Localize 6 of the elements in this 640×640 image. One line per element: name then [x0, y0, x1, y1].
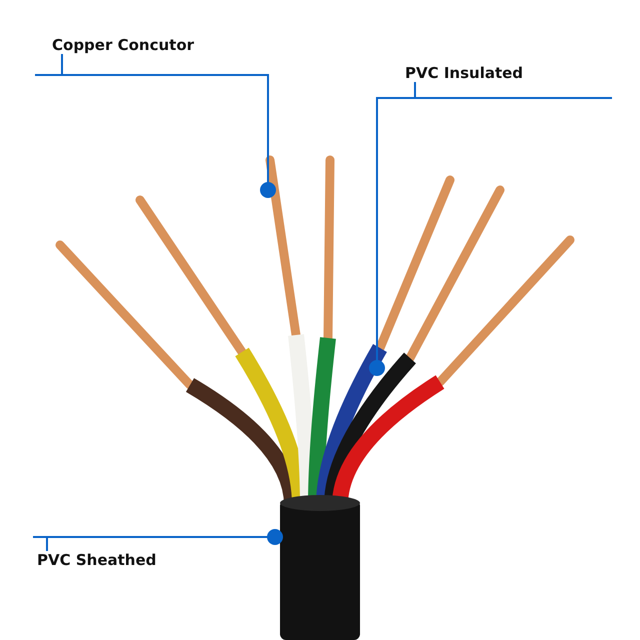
leader-line: [369, 82, 612, 376]
callout-label: PVC Sheathed: [37, 551, 156, 569]
callout-label: Copper Concutor: [52, 36, 194, 54]
leader-line: [35, 54, 276, 198]
leader-line: [33, 529, 283, 551]
callout-label: PVC Insulated: [405, 64, 524, 82]
